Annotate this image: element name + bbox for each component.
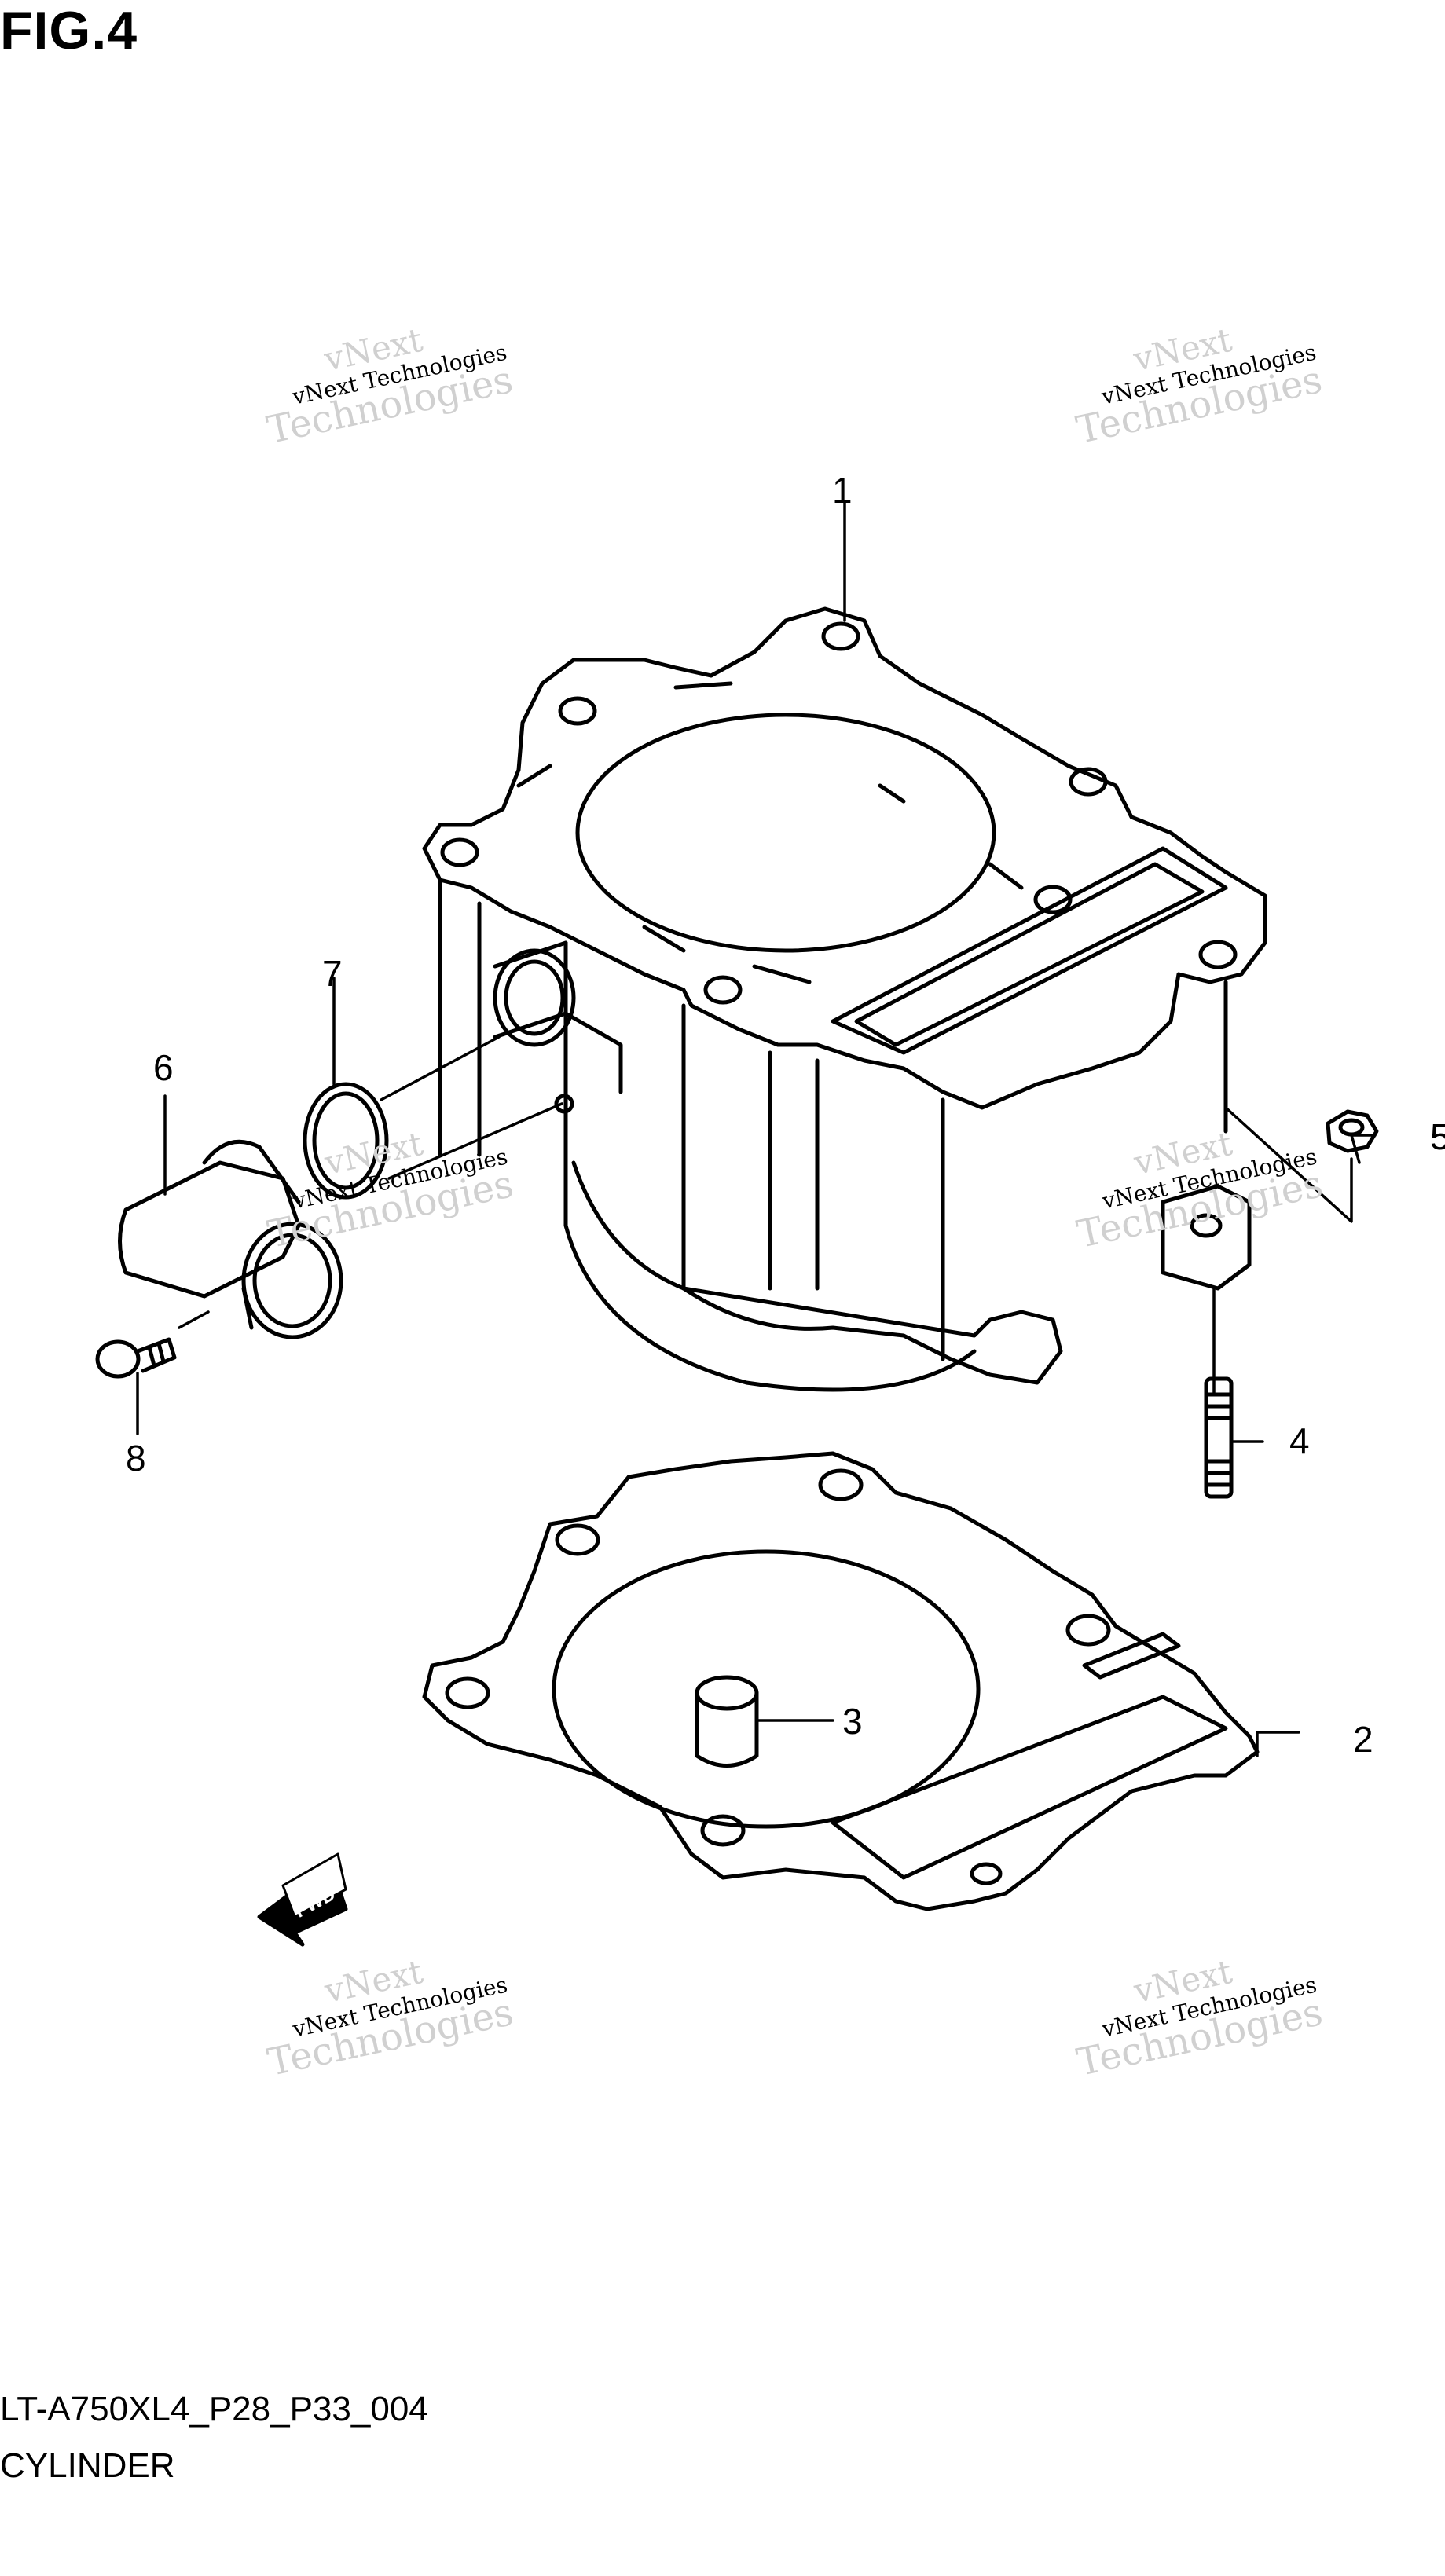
callout-8: 8 — [126, 1438, 146, 1479]
watermarks: vNext vNext Technologies Technologies vN… — [263, 321, 1326, 2085]
watermark-6: vNext vNext Technologies Technologies — [1073, 1952, 1326, 2085]
callout-5: 5 — [1430, 1116, 1445, 1157]
watermark-2: vNext vNext Technologies Technologies — [1073, 321, 1326, 453]
stud-part — [1204, 1376, 1234, 1499]
callout-4: 4 — [1289, 1420, 1310, 1461]
watermark-5: vNext vNext Technologies Technologies — [264, 1952, 517, 2085]
water-fitting-part — [118, 1139, 343, 1339]
figure-code: LT-A750XL4_P28_P33_004 — [0, 2390, 428, 2428]
callout-3: 3 — [842, 1701, 863, 1742]
watermark-1: vNext vNext Technologies Technologies — [263, 321, 516, 453]
fwd-arrow-icon: FWD — [257, 1852, 348, 1947]
bolt-part — [95, 1337, 177, 1379]
nut-part — [1326, 1109, 1379, 1153]
o-ring-part — [303, 1082, 389, 1200]
cylinder-part — [422, 606, 1267, 1392]
watermark-4: vNext vNext Technologies Technologies — [1073, 1124, 1326, 1257]
figure-title: FIG.4 — [0, 1, 138, 60]
callout-1: 1 — [832, 470, 853, 511]
callout-6: 6 — [153, 1047, 174, 1088]
leader-lines — [136, 501, 1377, 1757]
callout-7: 7 — [322, 953, 343, 994]
cylinder-gasket-part — [422, 1451, 1260, 1911]
figure-name: CYLINDER — [0, 2446, 175, 2485]
callout-2: 2 — [1353, 1719, 1373, 1760]
dowel-pin-part — [695, 1675, 759, 1768]
